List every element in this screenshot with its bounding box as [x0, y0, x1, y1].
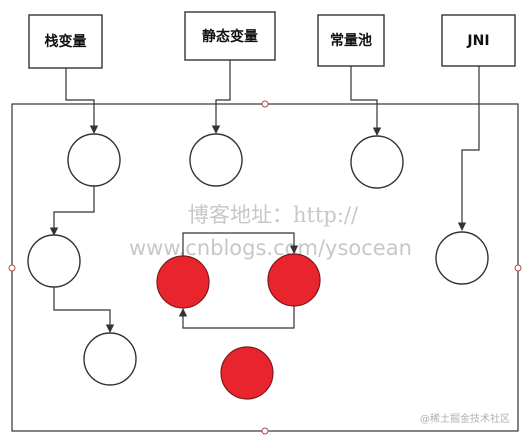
edge-garbage-cycle-bottom [178, 306, 295, 329]
root-box-jni [441, 14, 516, 67]
root-label-stack: 栈变量 [45, 33, 87, 50]
root-static-variables: 静态变量 [184, 11, 276, 61]
resize-handle-top [261, 100, 269, 108]
object-c-reachable [189, 133, 243, 187]
edge-static-to-object-c [211, 60, 231, 134]
object-f-reachable [83, 332, 137, 386]
object-d-reachable [350, 135, 404, 189]
resize-handle-left [8, 264, 16, 272]
edge-object-b-to-object-f [53, 287, 115, 333]
root-box-constant-pool [317, 14, 385, 67]
object-e-reachable [435, 231, 489, 285]
edge-constant-pool-to-object-d [350, 66, 382, 136]
credit-text: @稀土掘金技术社区 [420, 412, 510, 425]
object-garbage-cycle-right [267, 253, 321, 307]
root-label-static: 静态变量 [202, 28, 258, 45]
edge-object-a-to-object-b [49, 186, 95, 236]
object-a-reachable [67, 133, 121, 187]
edge-stack-to-object-a [65, 68, 99, 134]
watermark-line1: 博客地址：http:// [188, 203, 359, 227]
root-stack-variables: 栈变量 [28, 14, 103, 69]
root-box-static [184, 11, 276, 61]
object-garbage-isolated [220, 346, 274, 400]
edge-garbage-cycle-top [182, 232, 299, 256]
root-jni: JNI [441, 14, 516, 67]
object-b-reachable [27, 234, 81, 288]
root-label-jni: JNI [466, 33, 489, 49]
resize-handle-right [514, 264, 522, 272]
resize-handle-bottom [261, 427, 269, 435]
edge-jni-to-object-e [457, 66, 480, 231]
root-constant-pool: 常量池 [317, 14, 385, 67]
object-garbage-cycle-left [156, 255, 210, 309]
root-label-constant-pool: 常量池 [330, 32, 372, 49]
watermark-line2: www.cnblogs.com/ysocean [129, 236, 412, 260]
